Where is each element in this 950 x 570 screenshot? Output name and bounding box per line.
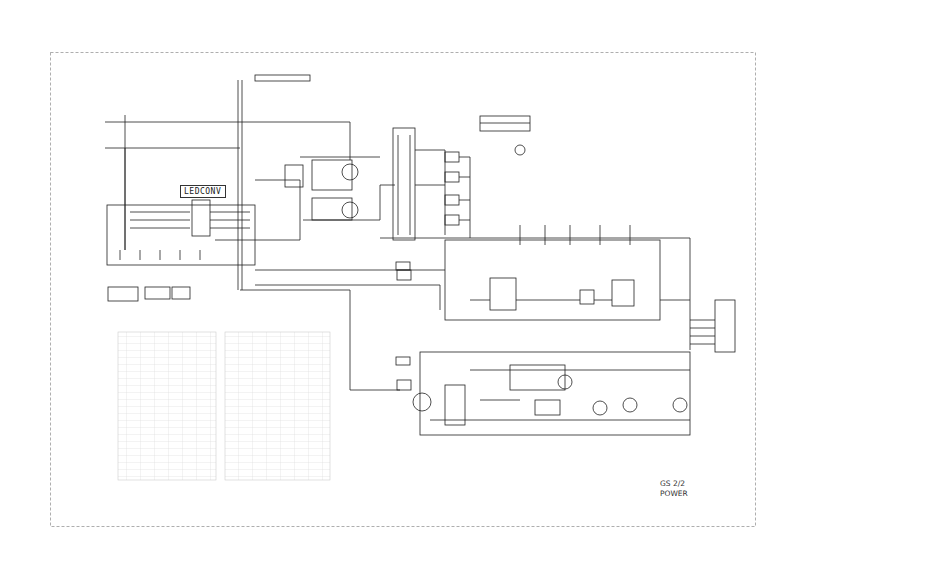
chip-name: LEDCONV xyxy=(184,187,222,196)
sheet-title: GS 2/2 xyxy=(660,479,685,488)
sheet-title: POWER xyxy=(660,489,688,498)
chip-label-box: LEDCONV xyxy=(180,185,226,198)
parts-table xyxy=(118,332,216,480)
wires xyxy=(105,75,735,435)
parts-table xyxy=(225,332,330,480)
sheet-border xyxy=(51,53,756,527)
